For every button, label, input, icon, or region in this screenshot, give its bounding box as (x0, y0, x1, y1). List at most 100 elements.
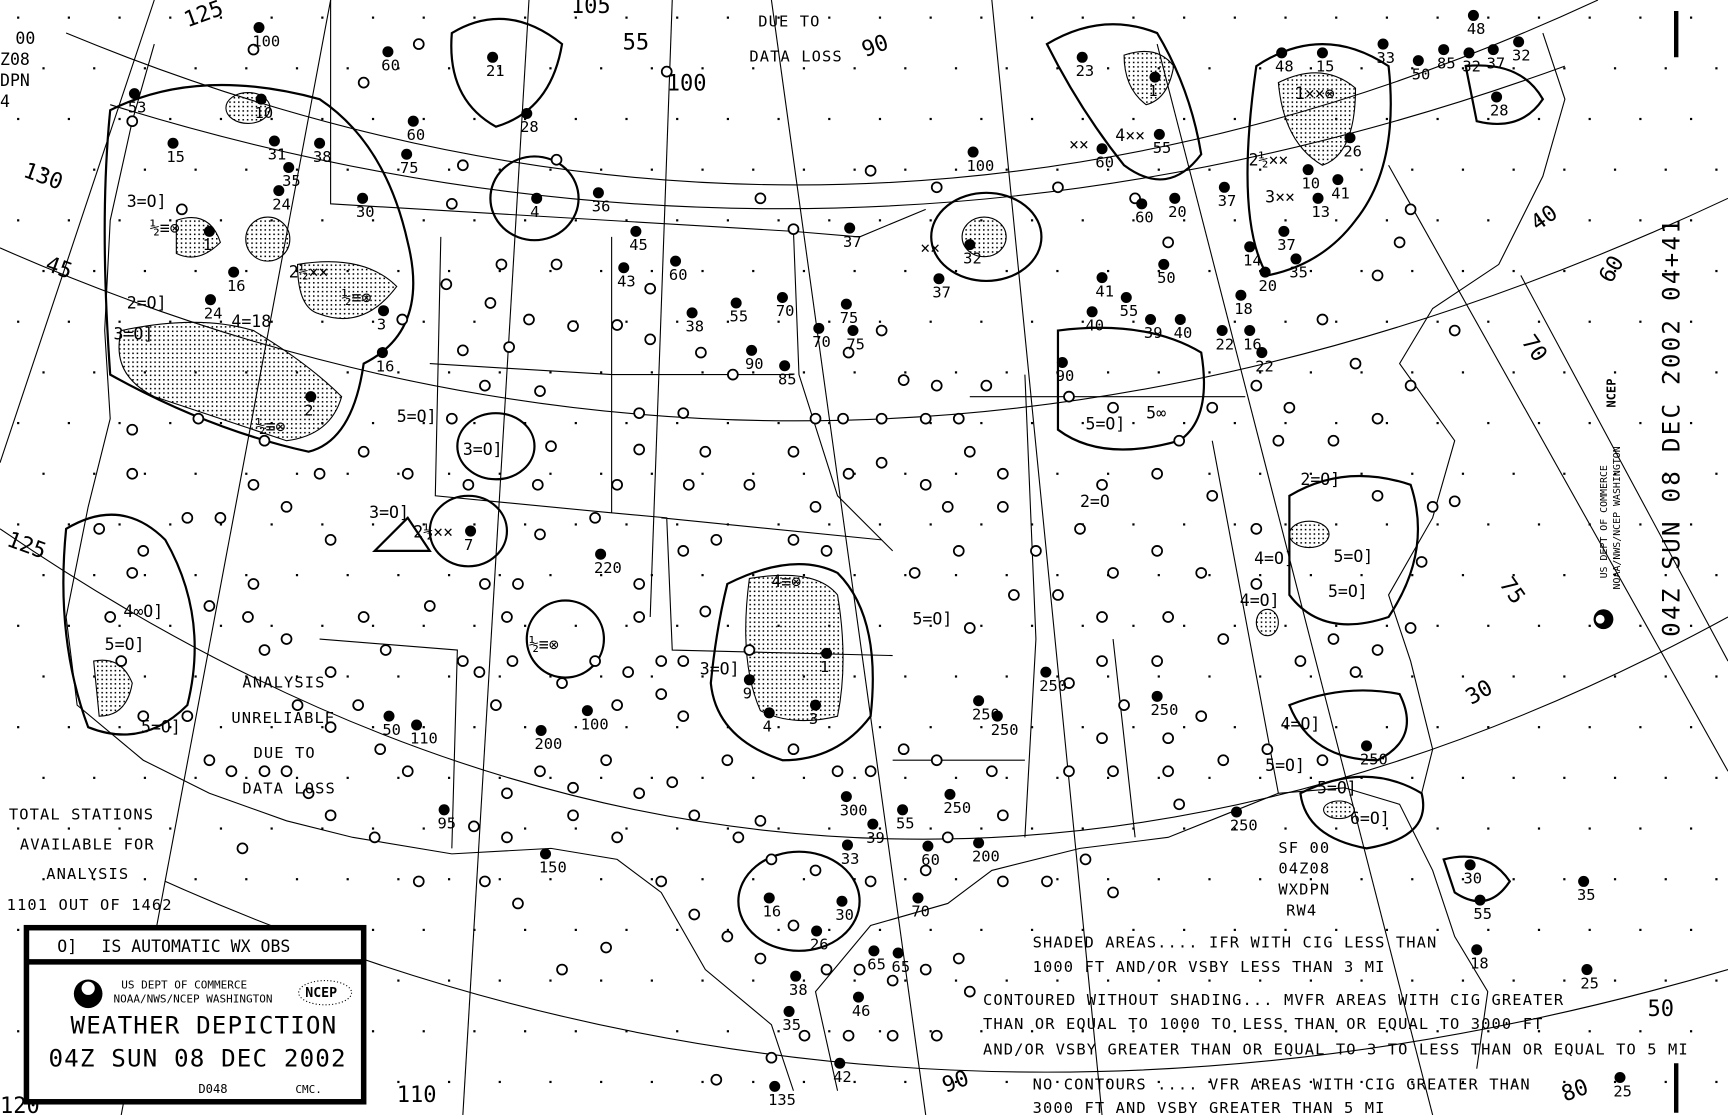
grid-dot (194, 776, 197, 779)
station-ceiling-label: 48 (1275, 58, 1294, 76)
grid-dot (1183, 16, 1186, 19)
station-overcast-marker (1581, 964, 1593, 976)
grid-dot (1715, 67, 1718, 70)
grid-dot (1563, 371, 1566, 374)
grid-dot (904, 1080, 907, 1084)
grid-dot (447, 675, 451, 678)
grid-dot (1411, 776, 1414, 779)
grid-dot (1537, 928, 1541, 932)
grid-dot (625, 117, 628, 121)
grid-dot (929, 624, 932, 627)
station-overcast-marker (763, 707, 775, 719)
grid-dot (1005, 776, 1008, 779)
grid-dot (498, 67, 501, 70)
weather-symbol: 4≡⊗ (771, 572, 801, 591)
grid-dot (1461, 168, 1465, 171)
grid-label: 80 (1558, 1075, 1591, 1108)
grid-dot (1689, 624, 1693, 627)
grid-dot (1385, 624, 1389, 627)
grid-dot (1588, 421, 1591, 425)
weather-symbol: 5=O] (1333, 547, 1373, 566)
station-circle (501, 787, 513, 800)
station-ceiling-label: 4 (763, 718, 772, 736)
station-ceiling-label: 31 (268, 146, 287, 164)
station-circle (1030, 545, 1042, 557)
station-circle (952, 952, 965, 965)
grid-dot (1512, 269, 1515, 273)
grid-label: 55 (623, 31, 650, 56)
grid-dot (1664, 67, 1667, 70)
station-ceiling-label: 250 (1151, 701, 1179, 719)
station-circle (1217, 754, 1230, 767)
grid-dot (1208, 574, 1211, 577)
grid-dot (498, 979, 501, 982)
grid-dot (1259, 67, 1262, 70)
station-circle (126, 423, 139, 436)
station-ceiling-label: 75 (846, 335, 865, 353)
station-overcast-marker (1474, 894, 1486, 906)
grid-dot (1639, 117, 1642, 121)
grid-dot (118, 624, 121, 627)
grid-dot (1132, 726, 1135, 729)
grid-dot (397, 269, 400, 273)
grid-dot (549, 269, 552, 273)
station-circle (875, 324, 888, 337)
grid-dot (980, 421, 983, 425)
station-ceiling-label: 37 (843, 233, 862, 251)
grid-dot (1436, 928, 1439, 932)
grid-dot (1107, 878, 1110, 881)
legend-note: SHADED AREAS.... IFR WITH CIG LESS THAN (1033, 934, 1438, 952)
grid-dot (1436, 320, 1439, 323)
station-circle (1261, 743, 1274, 756)
grid-dot (169, 320, 172, 323)
grid-dot (600, 168, 603, 171)
grid-dot (777, 117, 780, 121)
grid-dot (954, 574, 958, 577)
grid-dot (1107, 67, 1110, 70)
grid-dot (1233, 928, 1236, 932)
station-overcast-marker (1153, 128, 1165, 140)
grid-dot (1056, 269, 1059, 273)
grid-dot (904, 472, 907, 475)
legend-note: 1000 FT AND/OR VSBY LESS THAN 3 MI (1033, 958, 1386, 976)
station-circle (721, 754, 734, 767)
grid-dot (1309, 979, 1312, 982)
grid-dot (1563, 1080, 1566, 1084)
grid-dot (549, 168, 552, 171)
station-circle (1074, 523, 1086, 535)
grid-dot (321, 624, 324, 627)
grid-label: 125 (181, 0, 227, 33)
grid-dot (777, 320, 780, 323)
station-circle (677, 545, 690, 557)
station-circle (820, 545, 833, 557)
station-overcast-marker (783, 1005, 795, 1017)
grid-dot (118, 219, 121, 222)
grid-dot (600, 574, 603, 577)
grid-label: 90 (859, 30, 892, 63)
grid-dot (1411, 67, 1414, 70)
grid-dot (473, 421, 476, 425)
grid-dot (1487, 421, 1490, 425)
station-circle (1448, 324, 1461, 337)
grid-dot (219, 320, 223, 323)
station-circle (875, 456, 888, 469)
grid-dot (169, 16, 172, 19)
grid-dot (143, 168, 147, 171)
grid-dot (549, 574, 552, 577)
station-overcast-marker (867, 818, 879, 830)
station-circle (820, 963, 833, 976)
station-ceiling-label: 100 (581, 715, 609, 733)
grid-dot (42, 776, 45, 779)
grid-dot (904, 776, 907, 779)
grid-dot (1385, 117, 1389, 121)
grid-dot (1664, 878, 1667, 881)
grid-dot (1588, 117, 1591, 121)
grid-dot (1689, 726, 1693, 729)
grid-dot (1411, 574, 1414, 577)
legend-note: 3000 FT AND VSBY GREATER THAN 5 MI (1033, 1099, 1386, 1115)
grid-dot (929, 117, 932, 121)
station-ceiling-label: 30 (1464, 870, 1483, 888)
grid-dot (447, 776, 451, 779)
station-circle (1118, 699, 1130, 711)
